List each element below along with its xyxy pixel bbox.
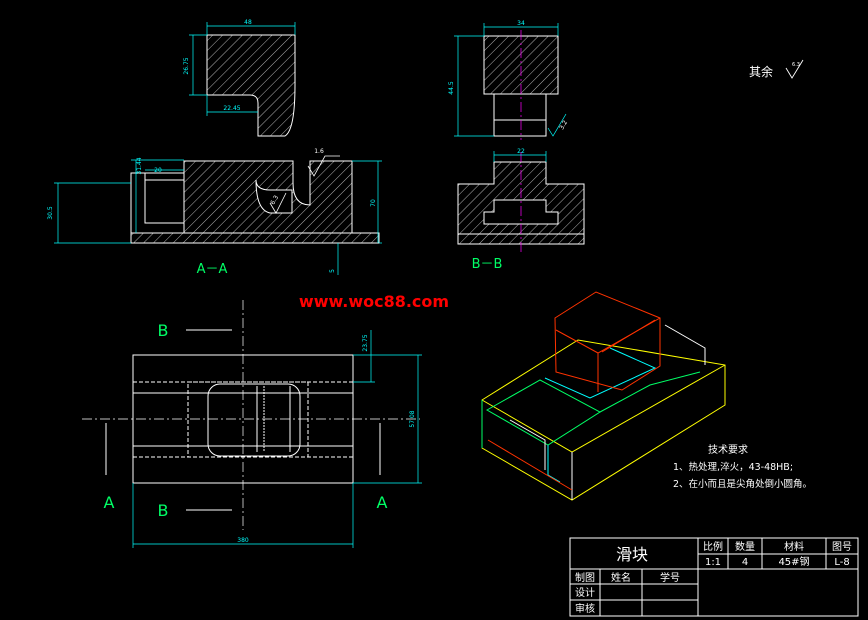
header-quantity: 数量 [735,540,755,553]
section-bb-lower-dimensions [493,151,547,162]
dim-aa-height: 30.5 [47,206,54,220]
watermark-text: www.woc88.com [299,292,449,311]
tech-requirements-title: 技术要求 [708,443,748,456]
dim-aa-groove: 6.3 [269,194,280,206]
dim-bb-step: 22 [517,148,525,155]
section-bb-upper-dimensions [454,23,567,137]
dim-bb-top-width: 34 [517,20,525,27]
header-scale: 比例 [703,540,723,553]
cut-label-a-left: A [104,493,115,512]
isometric-view [481,291,726,501]
part-name: 滑块 [616,545,648,564]
dim-top-height: 26.75 [183,57,190,74]
cut-label-a-right: A [377,493,388,512]
plan-dimensions [132,330,422,548]
title-block [569,537,859,617]
row-role-review: 审核 [575,602,595,615]
value-drawing-no: L-8 [834,557,849,568]
cut-label-b-bottom: B [158,501,169,520]
dim-bb-height: 44.5 [448,81,455,95]
cut-label-b-top: B [158,321,169,340]
dim-bb-roughness: 3.2 [558,119,569,131]
header-material: 材料 [784,540,804,553]
row-role-draft: 制图 [575,571,595,584]
row-id-label: 学号 [660,571,680,584]
value-quantity: 4 [742,557,748,568]
top-partial-view [206,34,296,137]
top-view-dimensions [189,22,296,116]
roughness-note-value: 6.3 [792,62,800,68]
dim-plan-height: 57.08 [409,410,416,427]
dim-aa-left-height: 31.44 [136,157,143,174]
dim-plan-width: 380 [237,537,249,544]
tech-requirement-2: 2、在小而且是尖角处倒小圆角。 [673,478,812,490]
section-aa-dimensions [54,159,382,275]
row-role-design: 设计 [575,586,595,599]
dim-top-width: 48 [244,19,252,26]
dim-aa-roughness: 1.6 [314,148,324,155]
dim-plan-top: 23.75 [362,334,369,351]
value-material: 45#钢 [778,555,809,568]
roughness-note-symbol-icon [785,59,804,79]
dim-aa-bottom: 5 [329,269,336,273]
header-drawing-no: 图号 [832,541,852,553]
tech-requirement-1: 1、热处理,淬火，43-48HB; [673,461,793,473]
section-aa-view [130,160,380,244]
section-bb-label: B－B [472,257,503,272]
dim-aa-right: 70 [370,199,377,207]
dim-top-inner: 22.45 [223,105,240,112]
section-aa-label: A－A [197,262,228,277]
row-name-label: 姓名 [611,571,631,584]
value-scale: 1:1 [705,557,721,568]
dim-aa-step: 20 [154,167,162,174]
roughness-note-label: 其余 [749,64,773,79]
roughness-symbol-aa [269,155,340,214]
plan-cutting-lines [105,329,381,511]
